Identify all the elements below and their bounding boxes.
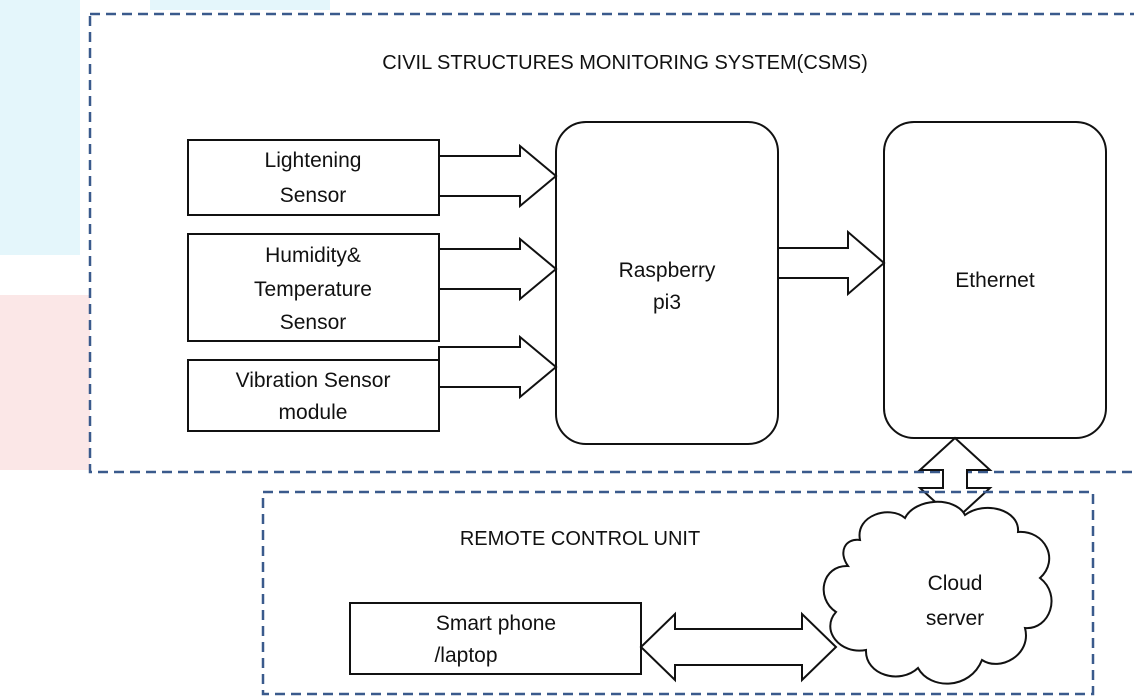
vibration-sensor-label-2: module (279, 401, 348, 424)
watermark (0, 0, 330, 470)
cloud-server-label-1: Cloud (928, 572, 983, 595)
arrow-lightening-to-pi (438, 143, 558, 209)
raspberry-pi-label-2: pi3 (653, 291, 681, 314)
arrow-vibration-to-pi (438, 334, 558, 400)
lightening-sensor-box (187, 139, 440, 216)
lightening-sensor-label-1: Lightening (265, 149, 362, 172)
smartphone-laptop-box (349, 602, 642, 675)
arrow-phone-cloud (639, 611, 838, 683)
vibration-sensor-box (187, 359, 440, 432)
csms-title: CIVIL STRUCTURES MONITORING SYSTEM(CSMS) (382, 52, 868, 74)
lightening-sensor-label-2: Sensor (280, 184, 347, 207)
ethernet-label: Ethernet (955, 269, 1035, 292)
smartphone-label-2: /laptop (434, 644, 497, 667)
humidity-sensor-label-3: Sensor (280, 311, 347, 334)
watermark-cyan-shape-top (150, 0, 330, 10)
raspberry-pi-label-1: Raspberry (619, 259, 716, 282)
remote-control-container (261, 490, 1095, 696)
humidity-sensor-label-2: Temperature (254, 278, 372, 301)
raspberry-pi-box (555, 121, 779, 445)
cloud-server-shape (822, 500, 1053, 685)
watermark-pink-shape (0, 295, 90, 470)
arrow-pi-to-ethernet (777, 229, 886, 297)
vibration-sensor-label-1: Vibration Sensor (236, 369, 391, 392)
csms-container (88, 12, 1134, 474)
ethernet-box (883, 121, 1107, 439)
cloud-server-label-2: server (926, 607, 984, 630)
arrow-humidity-to-pi (438, 236, 558, 302)
watermark-cyan-shape (0, 0, 80, 255)
remote-control-title: REMOTE CONTROL UNIT (460, 528, 700, 550)
smartphone-label-1: Smart phone (436, 612, 556, 635)
humidity-sensor-label-1: Humidity& (265, 244, 361, 267)
